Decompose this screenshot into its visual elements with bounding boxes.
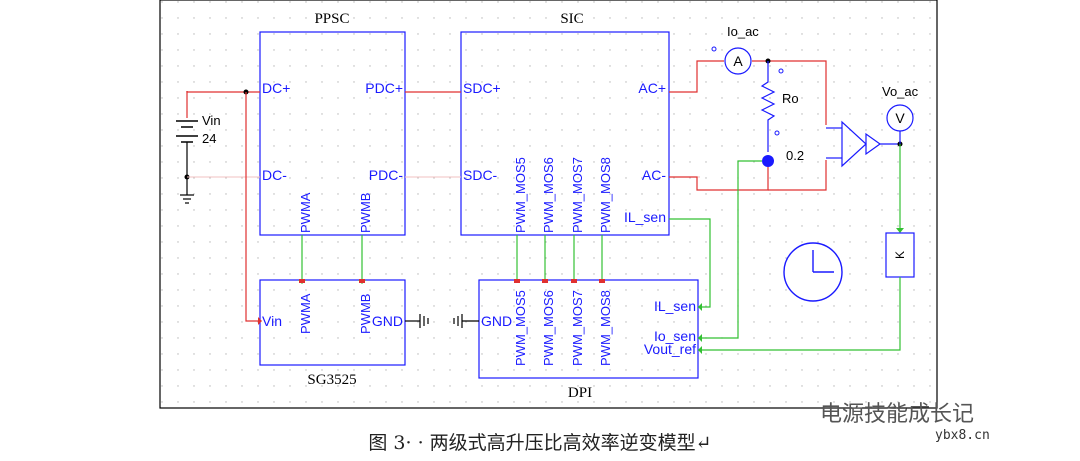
watermark-url: ybx8.cn [935,428,990,443]
ground-symbol [453,314,479,328]
dpi-pwm-mos7-label: PWM_MOS7 [570,290,585,366]
dpi-gnd-label: GND [481,313,512,329]
sic-sdc-plus-label: SDC+ [463,80,501,96]
sg3525-block[interactable]: SG3525 Vin GND PWMA PWMB [259,279,406,388]
dpi-block[interactable]: DPI GND IL_sen Io_sen Vout_ref PWM_MOS5 … [478,279,699,401]
sic-sdc-minus-label: SDC- [463,167,498,183]
figure-caption: 图 3· · 两级式高升压比高效率逆变模型↵ [368,432,712,454]
sg3525-vin-label: Vin [262,313,282,329]
voltage-meter[interactable]: V Vo_ac [882,84,919,144]
dpi-io-sen-label: Io_sen [654,328,696,344]
sic-ac-minus-label: AC- [642,167,666,183]
voltage-meter-label: Vo_ac [882,84,919,99]
sg3525-title: SG3525 [307,372,356,388]
schematic-frame [159,0,938,409]
dpi-pwm-mos8-label: PWM_MOS8 [598,290,613,366]
ppsc-pwmb-label: PWMB [358,193,373,233]
current-meter-label: Io_ac [727,24,759,39]
load-resistor[interactable]: Ro [760,61,799,152]
sic-block[interactable]: SIC SDC+ SDC- AC+ AC- IL_sen PWM_MOS5 PW… [460,11,670,236]
ppsc-title: PPSC [314,11,349,27]
ppsc-dc-minus-label: DC- [262,167,287,183]
dpi-pwm-mos5-label: PWM_MOS5 [513,290,528,366]
ppsc-block[interactable]: PPSC DC+ DC- PDC+ PDC- PWMA PWMB [259,11,406,236]
ppsc-pdc-plus-label: PDC+ [365,80,403,96]
dpi-il-sen-label: IL_sen [654,298,696,314]
gain-block[interactable]: K [885,232,915,278]
sg3525-pwmb-label: PWMB [358,294,373,334]
dpi-vout-ref-label: Vout_ref [644,341,696,357]
dpi-title: DPI [568,385,592,401]
sic-ac-plus-label: AC+ [638,80,666,96]
load-resistor-label: Ro [782,91,799,106]
gain-block-label: K [893,251,907,259]
sic-pwm-mos6-label: PWM_MOS6 [541,157,556,233]
dc-source-vin[interactable]: Vin 24 [176,91,260,204]
ppsc-pwma-label: PWMA [298,192,313,233]
sic-pwm-mos5-label: PWM_MOS5 [513,157,528,233]
current-sense-value: 0.2 [786,148,804,163]
sic-il-sen-label: IL_sen [624,209,666,225]
current-sensor[interactable]: 0.2 [762,148,804,167]
current-meter[interactable]: A Io_ac [711,24,759,75]
dpi-pwm-mos6-label: PWM_MOS6 [541,290,556,366]
vin-source-value: 24 [202,131,216,146]
svg-text:A: A [733,53,743,69]
sic-title: SIC [560,11,583,27]
watermark-text: 电源技能成长记 [820,402,975,427]
sic-pwm-mos7-label: PWM_MOS7 [570,157,585,233]
ground-symbol [405,314,429,328]
svg-text:V: V [895,110,905,126]
clock-icon[interactable] [783,242,843,302]
ppsc-pdc-minus-label: PDC- [369,167,404,183]
vin-source-label: Vin [202,113,221,128]
sg3525-pwma-label: PWMA [298,293,313,334]
ppsc-dc-plus-label: DC+ [262,80,290,96]
sic-pwm-mos8-label: PWM_MOS8 [598,157,613,233]
sg3525-gnd-label: GND [372,313,403,329]
